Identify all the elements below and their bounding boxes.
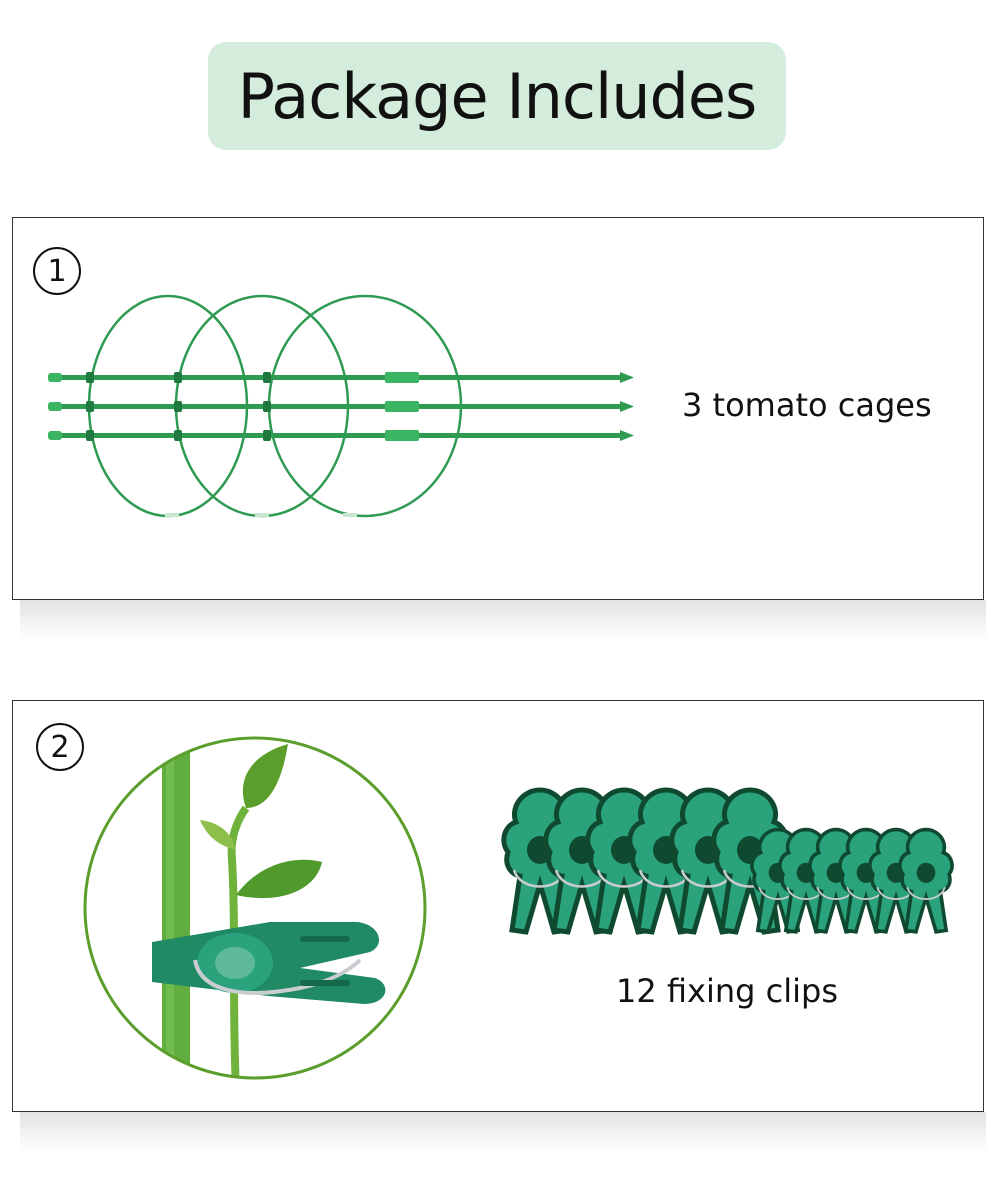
clips-large-row — [504, 790, 786, 932]
page-title: Package Includes — [237, 59, 758, 133]
panel-2-shadow — [20, 1112, 986, 1152]
item-caption-fixing-clips: 12 fixing clips — [616, 972, 838, 1010]
item-number-badge-1: 1 — [33, 247, 81, 295]
cage-stake-1 — [48, 372, 634, 383]
item-caption-tomato-cages: 3 tomato cages — [682, 386, 932, 424]
closeup-circle-frame — [83, 736, 427, 1080]
cage-stake-2 — [48, 401, 634, 412]
title-banner: Package Includes — [208, 42, 786, 150]
clips-small-row — [750, 827, 954, 934]
item-number-badge-2: 2 — [36, 723, 84, 771]
clip-closeup — [152, 921, 386, 1004]
cage-stake-3 — [48, 430, 634, 441]
panel-1-shadow — [20, 600, 986, 640]
